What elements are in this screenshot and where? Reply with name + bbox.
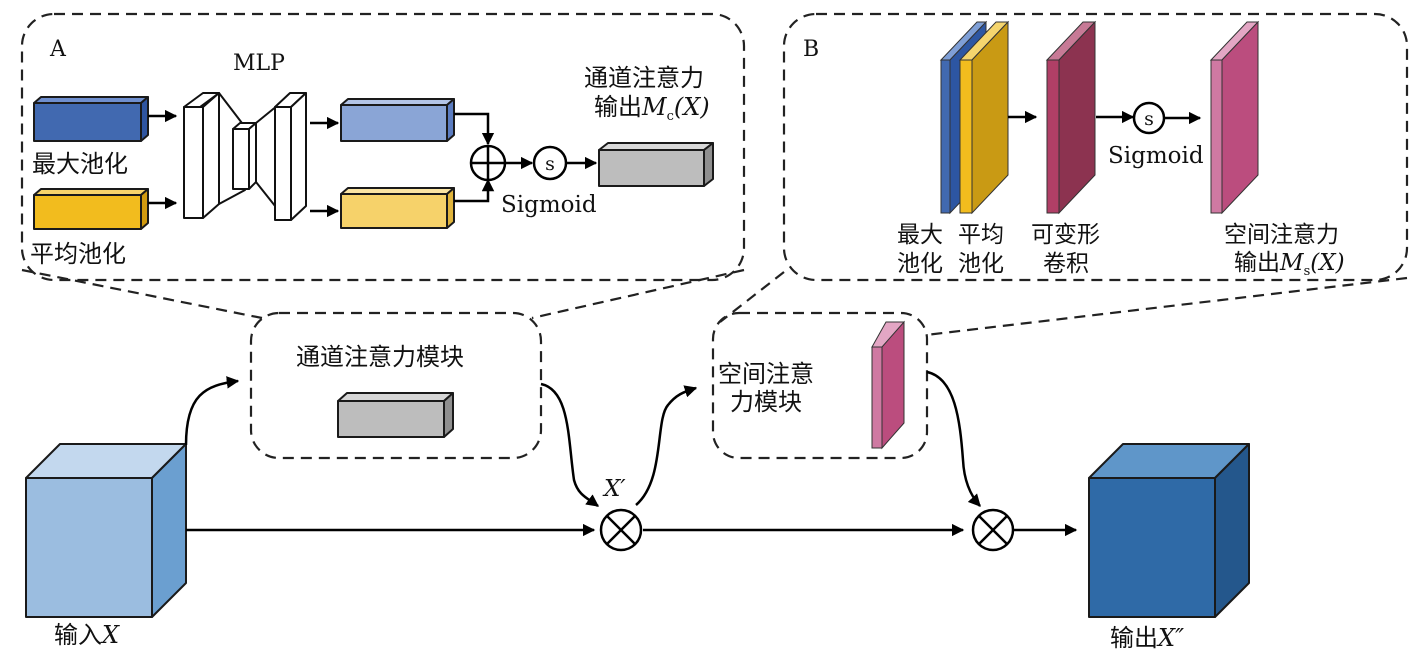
panel-b-spatial-attention-detail: B s Sigmoid [782,12,1409,282]
arrow-channel-module-to-multiply1 [540,382,600,508]
panel-a-tag: A [49,37,67,62]
mlp-output-max-bar [340,98,455,142]
element-wise-multiply-icon-1 [599,508,643,552]
spatial-module-label-line1: 空间注意 [718,360,814,388]
channel-output-label-line1: 通道注意力 [584,64,704,92]
spatial-output-label-line2: 输出Ms(X) [1234,250,1345,279]
channel-attention-output-bar [598,142,714,187]
sigmoid-label-a: Sigmoid [501,192,597,218]
callout-line-a-right [531,268,745,320]
arrow-out1-to-sum [454,112,495,146]
spatial-attention-module: 空间注意 力模块 [711,311,929,460]
spatial-output-label-line1: 空间注意力 [1224,222,1339,248]
sigmoid-icon-b: s [1132,101,1166,135]
arrow-input-to-channel-module [184,376,240,446]
spatial-module-pink-map [871,320,905,450]
b-avg-pool-label-line2: 池化 [958,251,1004,277]
callout-line-b-right [925,276,1408,337]
channel-output-label-line2: 输出Mc(X) [594,93,710,124]
element-wise-multiply-icon-2 [971,508,1015,552]
intermediate-feature-label: X′ [602,476,626,502]
avg-pool-map [958,20,1010,215]
svg-text:s: s [545,153,555,175]
spatial-module-label-line2: 力模块 [730,388,802,416]
mlp-label: MLP [233,51,285,76]
input-label: 输入X [54,621,120,649]
max-pool-feature-bar [33,96,149,142]
input-feature-cube [25,443,187,618]
panel-a-border [20,12,746,282]
spatial-module-border [711,311,929,460]
sigmoid-label-b: Sigmoid [1108,143,1204,169]
deform-conv-label-line2: 卷积 [1043,251,1089,277]
deformable-conv-map [1045,20,1097,215]
mlp-output-avg-bar [340,187,455,229]
channel-module-border [249,311,543,460]
b-avg-pool-label-line1: 平均 [958,222,1004,248]
channel-attention-module: 通道注意力模块 [249,311,543,460]
mlp-network-icon [183,92,307,221]
spatial-attention-output-map [1209,20,1260,215]
panel-a-channel-attention-detail: A MLP 最大池化 平均池化 [20,12,746,282]
avg-pool-feature-bar [33,188,149,230]
arrow-spatial-module-to-multiply2 [926,370,981,507]
avg-pool-label: 平均池化 [30,240,126,268]
callout-line-a-left [21,268,263,320]
b-max-pool-label-line2: 池化 [897,251,943,277]
deform-conv-label-line1: 可变形 [1031,222,1100,248]
b-max-pool-label-line1: 最大 [897,222,943,248]
channel-module-gray-bar [337,392,454,438]
element-wise-sum-icon [469,144,507,182]
max-pool-label: 最大池化 [32,150,128,178]
panel-b-tag: B [803,37,819,62]
output-feature-cube [1088,443,1250,618]
svg-text:s: s [1144,108,1154,130]
channel-module-label: 通道注意力模块 [296,343,464,371]
sigmoid-icon-a: s [532,145,568,181]
arrow-out2-to-sum [454,178,495,203]
panel-b-border [782,12,1409,282]
arrow-multiply1-to-spatial-module [635,385,698,506]
callout-line-b-left [719,271,785,323]
output-label: 输出X″ [1110,624,1184,652]
